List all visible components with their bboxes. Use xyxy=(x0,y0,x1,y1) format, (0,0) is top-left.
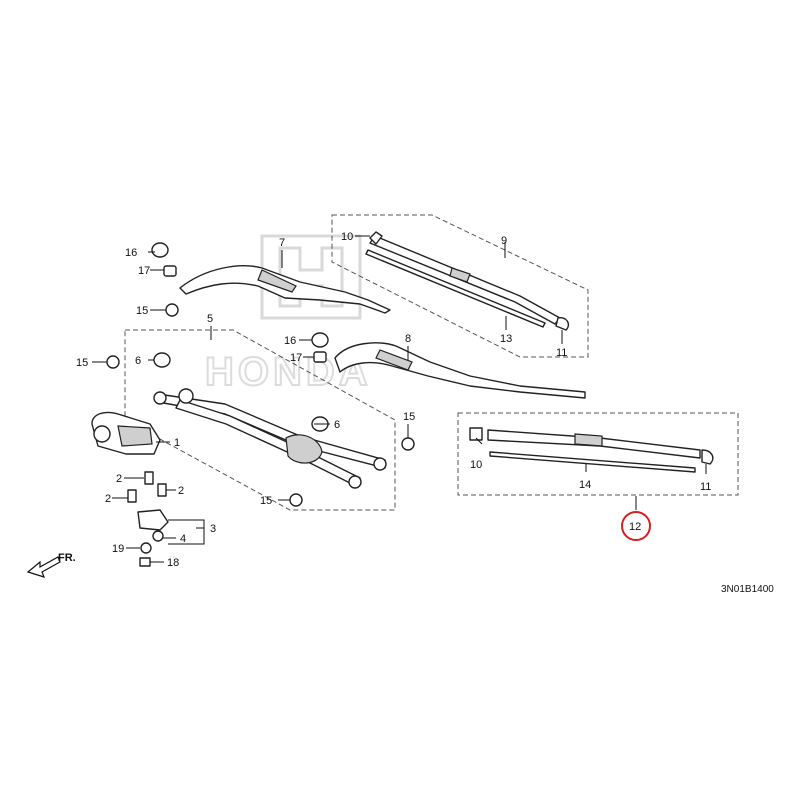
blade-rubber-13 xyxy=(365,249,546,328)
callout-8: 8 xyxy=(405,333,411,345)
wiper-blade-upper xyxy=(369,231,570,331)
callout-15-a: 15 xyxy=(136,305,148,317)
callout-17-lower: 17 xyxy=(290,352,302,364)
callout-19: 19 xyxy=(112,543,124,555)
callout-12: 12 xyxy=(629,521,641,533)
nut-18 xyxy=(139,557,151,567)
diagram-code: 3N01B1400 xyxy=(721,584,774,595)
callout-18: 18 xyxy=(167,557,179,569)
bolt-15-c xyxy=(401,437,415,451)
bracket-3 xyxy=(137,509,169,542)
cap-16-lower xyxy=(311,332,329,348)
group-box-blade-9 xyxy=(331,214,589,358)
callout-3: 3 xyxy=(210,523,216,535)
bolt-15-b xyxy=(106,355,120,369)
callout-10-lower: 10 xyxy=(470,459,482,471)
cap-16-upper xyxy=(151,242,169,258)
callout-16-lower: 16 xyxy=(284,335,296,347)
callout-10-upper: 10 xyxy=(341,231,353,243)
callout-7: 7 xyxy=(279,237,285,249)
leader-lines xyxy=(92,235,707,563)
blade-rubber-14 xyxy=(489,451,696,473)
callout-11-lower: 11 xyxy=(700,481,711,493)
front-direction-arrow-icon xyxy=(26,556,61,578)
callout-5: 5 xyxy=(207,313,213,325)
callout-4: 4 xyxy=(180,533,186,545)
callout-2-a: 2 xyxy=(116,473,122,485)
wiper-linkage xyxy=(153,388,387,489)
bolt-15-d xyxy=(289,493,303,507)
callout-2-c: 2 xyxy=(105,493,111,505)
bolt-15-a xyxy=(165,303,179,317)
group-box-blade-12 xyxy=(457,412,739,496)
highlight-circle xyxy=(621,511,651,541)
nut-19 xyxy=(140,542,152,554)
front-marker-label: FR. xyxy=(58,552,76,564)
callout-2-b: 2 xyxy=(178,485,184,497)
nut-17-lower xyxy=(313,351,327,363)
callout-9: 9 xyxy=(501,235,507,247)
callout-15-d: 15 xyxy=(260,495,272,507)
nut-17-upper xyxy=(163,265,177,277)
wiper-motor xyxy=(91,411,161,455)
wiper-blade-lower xyxy=(469,427,714,465)
callout-6-left: 6 xyxy=(135,355,141,367)
callout-6-right: 6 xyxy=(334,419,340,431)
grommet-6-left xyxy=(153,352,171,368)
brand-watermark: HONDA xyxy=(204,234,369,395)
callout-11-upper: 11 xyxy=(556,347,567,359)
callout-labels: 16 17 7 15 5 15 6 16 17 8 10 9 13 11 6 1… xyxy=(76,231,711,569)
wiper-arm-upper xyxy=(179,265,391,314)
callout-16-upper: 16 xyxy=(125,247,137,259)
callout-17-upper: 17 xyxy=(138,265,150,277)
callout-14: 14 xyxy=(579,479,591,491)
bolts-2 xyxy=(127,471,167,503)
callout-15-b: 15 xyxy=(76,357,88,369)
wiper-arm-lower xyxy=(334,342,586,399)
callout-15-c: 15 xyxy=(403,411,415,423)
callout-1: 1 xyxy=(174,437,180,449)
callout-13: 13 xyxy=(500,333,512,345)
